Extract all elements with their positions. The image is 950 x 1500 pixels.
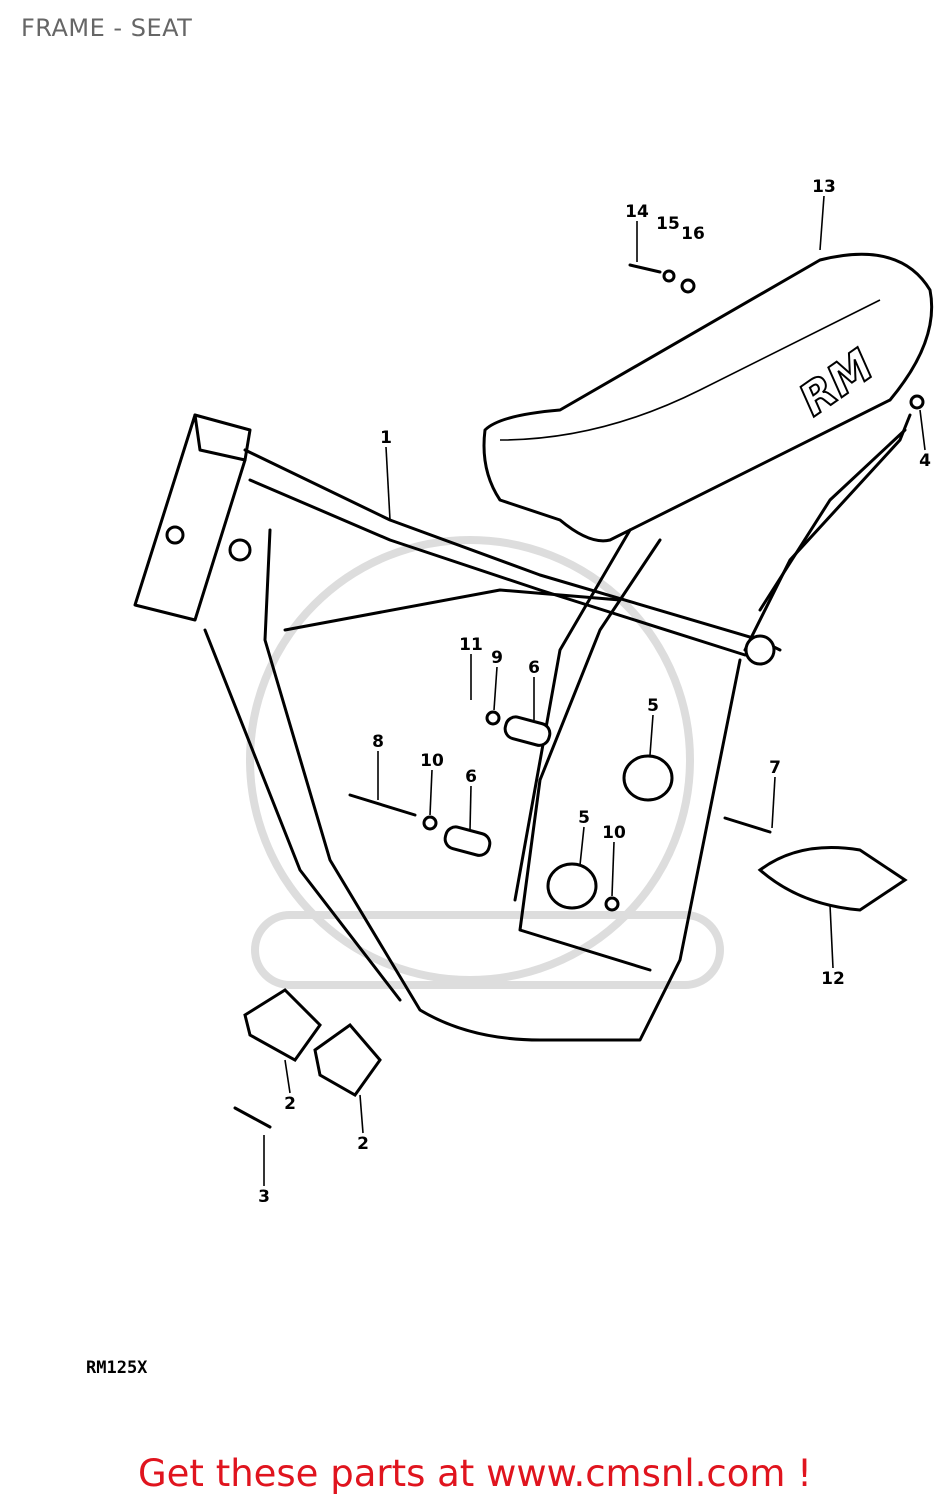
watermark-logo	[246, 536, 724, 989]
callout-11: 11	[459, 635, 483, 655]
leader-lines	[263, 195, 926, 1186]
callout-15: 15	[656, 214, 680, 234]
callout-6: 6	[528, 658, 540, 678]
callout-5: 5	[647, 696, 659, 716]
callout-3: 3	[258, 1187, 270, 1207]
frame	[133, 413, 912, 1042]
model-code: RM125X	[86, 1358, 148, 1378]
seat-logo: RM	[790, 340, 883, 426]
callout-16: 16	[681, 224, 705, 244]
page-title: FRAME - SEAT	[21, 14, 193, 42]
callout-5: 5	[578, 808, 590, 828]
callout-13: 13	[812, 177, 836, 197]
callout-2: 2	[284, 1094, 296, 1114]
callout-9: 9	[491, 648, 503, 668]
seat: RM	[482, 252, 934, 543]
callout-7: 7	[769, 758, 781, 778]
callout-14: 14	[625, 202, 649, 222]
callout-12: 12	[821, 969, 845, 989]
callout-8: 8	[372, 732, 384, 752]
callout-4: 4	[919, 451, 931, 471]
callout-1: 1	[380, 428, 392, 448]
small-parts	[233, 263, 925, 1129]
footer-link[interactable]: Get these parts at www.cmsnl.com !	[137, 1452, 812, 1495]
callout-6: 6	[465, 767, 477, 787]
callout-10: 10	[602, 823, 626, 843]
callout-numbers: 1 2 2 3 4 5 5 6 6 7 8 9 10 10 11 12 13 1…	[258, 177, 931, 1207]
callout-10: 10	[420, 751, 444, 771]
callout-2: 2	[357, 1134, 369, 1154]
